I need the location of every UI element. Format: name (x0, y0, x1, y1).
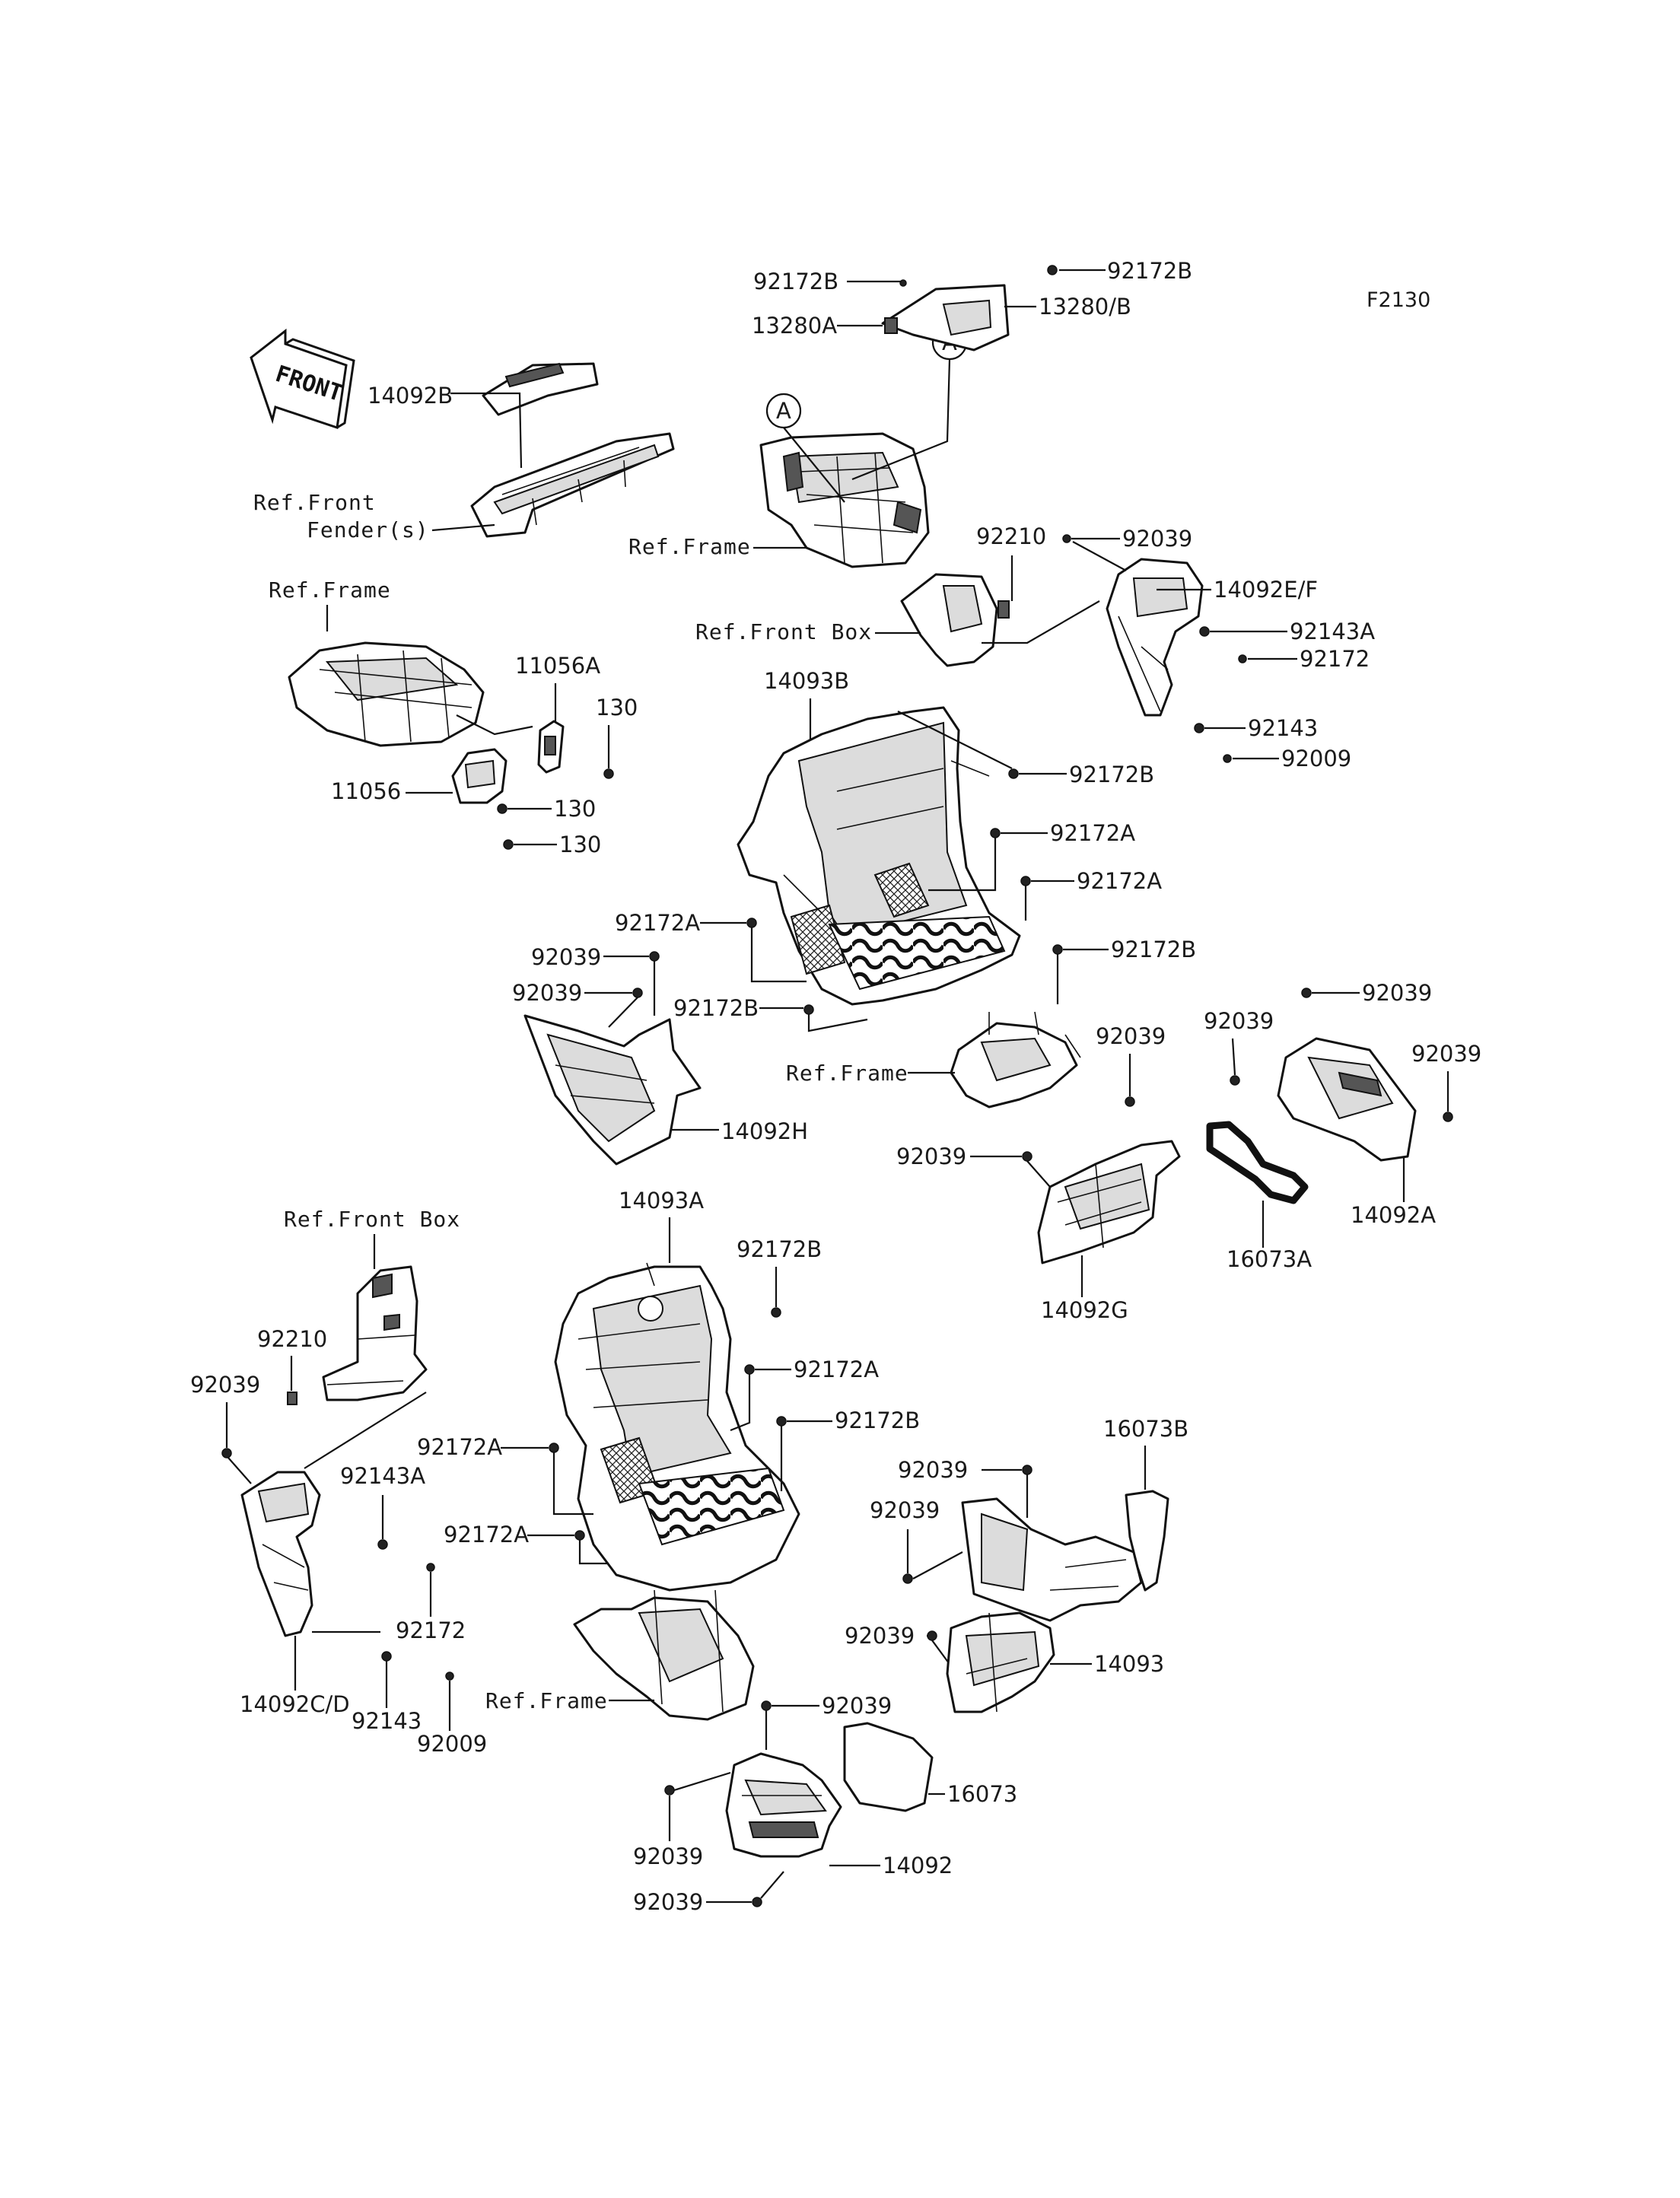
label-92172B-lo-1: 92172B (737, 1236, 822, 1262)
label-14093B: 14093B (764, 668, 849, 694)
label-92039-r-3: 92039 (845, 1623, 915, 1649)
label-92172B-lo-2: 92172B (835, 1408, 920, 1433)
label-92039-r-2: 92039 (870, 1497, 940, 1523)
part-14092EF (1106, 558, 1204, 717)
label-92172A-mid-3: 92172A (615, 910, 700, 936)
part-16073A (1206, 1121, 1309, 1204)
part-frame-left (288, 641, 485, 747)
label-16073: 16073 (947, 1781, 1017, 1807)
label-14093: 14093 (1094, 1651, 1164, 1677)
label-92172B-mid-3: 92172B (673, 995, 759, 1021)
part-11056 (451, 748, 508, 804)
label-92143A-top: 92143A (1290, 619, 1375, 644)
part-16073B (1125, 1490, 1169, 1592)
ref-front-box-left: Ref.Front Box (284, 1207, 460, 1232)
part-front-box-left (322, 1265, 428, 1401)
label-92039-top: 92039 (1122, 526, 1192, 552)
label-92039-g-1: 92039 (1096, 1023, 1166, 1049)
callout-a-left-text: A (776, 398, 791, 424)
part-front-box-right (900, 573, 1010, 667)
part-14092B (470, 362, 675, 538)
part-frame-bottom (573, 1589, 755, 1721)
ref-front-fender-1: Ref.Front (253, 490, 376, 515)
part-14092H (523, 1014, 702, 1166)
label-92172B-top-left: 92172B (753, 269, 838, 294)
label-16073B: 16073B (1103, 1416, 1188, 1442)
label-92039-right-1: 92039 (1362, 980, 1432, 1006)
part-13280 (881, 284, 1010, 351)
label-92143A-cd: 92143A (340, 1463, 425, 1489)
ref-frame-top: Ref.Frame (628, 534, 751, 559)
ref-front-fender-2: Fender(s) (307, 517, 429, 542)
part-16073 (843, 1722, 934, 1812)
label-13280B: 13280/B (1039, 294, 1131, 320)
label-92172B-mid-1: 92172B (1069, 762, 1154, 787)
ref-front-box-top: Ref.Front Box (695, 619, 872, 644)
label-92210-top: 92210 (976, 523, 1046, 549)
part-14092CD (240, 1471, 321, 1637)
label-92172-top: 92172 (1300, 646, 1370, 672)
label-130-b: 130 (559, 832, 601, 857)
label-92039-left-1: 92039 (531, 944, 601, 970)
label-92143-cd: 92143 (352, 1708, 422, 1734)
label-92039-b-3: 92039 (633, 1889, 703, 1915)
label-92210-left: 92210 (257, 1326, 327, 1352)
label-92172B-mid-2: 92172B (1111, 937, 1196, 962)
label-14092A: 14092A (1351, 1202, 1436, 1228)
label-130-right: 130 (596, 695, 638, 720)
label-14092G: 14092G (1041, 1297, 1128, 1323)
ref-frame-center: Ref.Frame (786, 1061, 908, 1086)
ref-frame-left: Ref.Frame (269, 577, 391, 603)
label-92172A-mid-1: 92172A (1050, 820, 1135, 846)
label-14092: 14092 (883, 1853, 953, 1878)
label-92172A-mid-2: 92172A (1077, 868, 1162, 894)
part-14093A (554, 1262, 800, 1592)
label-92039-right-3: 92039 (1411, 1041, 1481, 1067)
part-11056A (537, 720, 565, 774)
part-14093-upper (961, 1497, 1143, 1622)
label-13280A: 13280A (752, 313, 837, 339)
label-92039-cd: 92039 (190, 1372, 260, 1398)
part-14092A (1277, 1037, 1417, 1162)
label-14092H: 14092H (721, 1118, 808, 1144)
part-14093-lower (946, 1611, 1055, 1713)
label-14092B: 14092B (368, 383, 453, 409)
label-92039-g-2: 92039 (896, 1144, 966, 1169)
label-92172B-top-right: 92172B (1107, 258, 1192, 284)
label-11056: 11056 (331, 778, 401, 804)
part-frame-center (950, 1011, 1081, 1109)
label-92039-left-2: 92039 (512, 980, 582, 1006)
part-14092G (1037, 1140, 1181, 1264)
label-92039-right-2: 92039 (1204, 1008, 1274, 1034)
ref-frame-bottom: Ref.Frame (485, 1688, 608, 1713)
label-14093A: 14093A (619, 1188, 704, 1214)
label-92039-r-1: 92039 (898, 1457, 968, 1483)
label-92009-cd: 92009 (417, 1731, 487, 1757)
label-92009-top: 92009 (1281, 746, 1351, 771)
label-92172A-lo-1: 92172A (794, 1357, 879, 1382)
label-14092EF: 14092E/F (1214, 577, 1318, 603)
label-92172A-lo-3: 92172A (444, 1522, 529, 1548)
front-arrow-icon: FRONT (250, 328, 355, 429)
label-11056A: 11056A (515, 653, 600, 679)
label-92172A-lo-2: 92172A (417, 1434, 502, 1460)
part-14092 (725, 1752, 842, 1858)
label-14092CD: 14092C/D (240, 1691, 350, 1717)
label-92039-b-1: 92039 (822, 1693, 892, 1719)
part-frame-top (759, 432, 930, 568)
diagram-code: F2130 (1367, 288, 1430, 312)
label-16073A: 16073A (1227, 1246, 1312, 1272)
label-92039-b-2: 92039 (633, 1843, 703, 1869)
label-130-a: 130 (554, 796, 596, 822)
label-92143-top: 92143 (1248, 715, 1318, 741)
part-14093B (737, 706, 1021, 1006)
label-92172-cd: 92172 (396, 1617, 466, 1643)
